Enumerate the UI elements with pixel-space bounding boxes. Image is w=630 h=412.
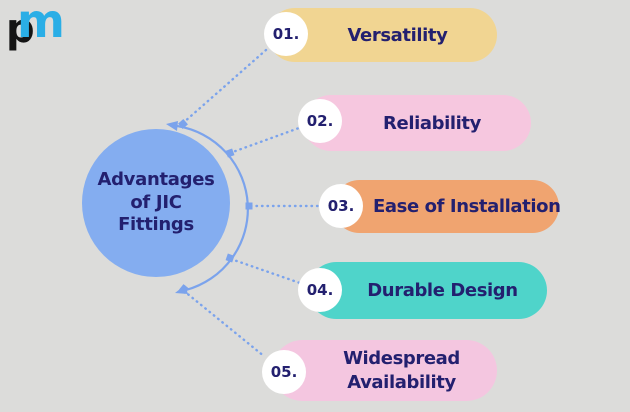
connector-line-2	[228, 126, 301, 155]
item-label: Versatility	[347, 24, 448, 46]
center-topic-title: Advantages of JIC Fittings	[97, 169, 215, 236]
connector-line-4	[229, 257, 302, 285]
item-label: Durable Design	[367, 280, 518, 301]
arc-node-1	[178, 119, 188, 129]
item-label: Reliability	[383, 112, 481, 134]
item-number-badge: 05.	[262, 350, 306, 394]
arc-node-4	[225, 253, 235, 263]
item-number-badge: 02.	[298, 99, 342, 143]
advantage-item-2: 02. Reliability	[298, 95, 531, 151]
arc-node-3	[245, 202, 253, 210]
item-number-badge: 04.	[298, 268, 342, 312]
advantage-item-3: 03. Ease of Installation	[319, 180, 561, 233]
advantage-item-1: 01. Versatility	[264, 8, 497, 62]
arc-arrow-bottom	[175, 285, 188, 294]
item-label: Widespread Availability	[343, 348, 460, 393]
arc-arrow-top	[166, 121, 178, 131]
item-number-badge: 01.	[264, 12, 308, 56]
item-number-badge: 03.	[319, 184, 363, 228]
arc-node-2	[225, 148, 235, 158]
item-label: Ease of Installation	[373, 196, 561, 217]
advantage-item-5: 05. Widespread Availability	[262, 340, 497, 401]
center-topic: Advantages of JIC Fittings	[82, 129, 230, 277]
logo-letter-p: p	[6, 6, 35, 52]
logo: p m	[4, 0, 66, 62]
connector-line-5	[182, 289, 267, 359]
logo-mark: p m	[6, 0, 65, 52]
logo-letter-m: m	[17, 4, 65, 48]
connector-line-1	[181, 48, 268, 125]
advantage-item-4: 04. Durable Design	[298, 262, 547, 319]
